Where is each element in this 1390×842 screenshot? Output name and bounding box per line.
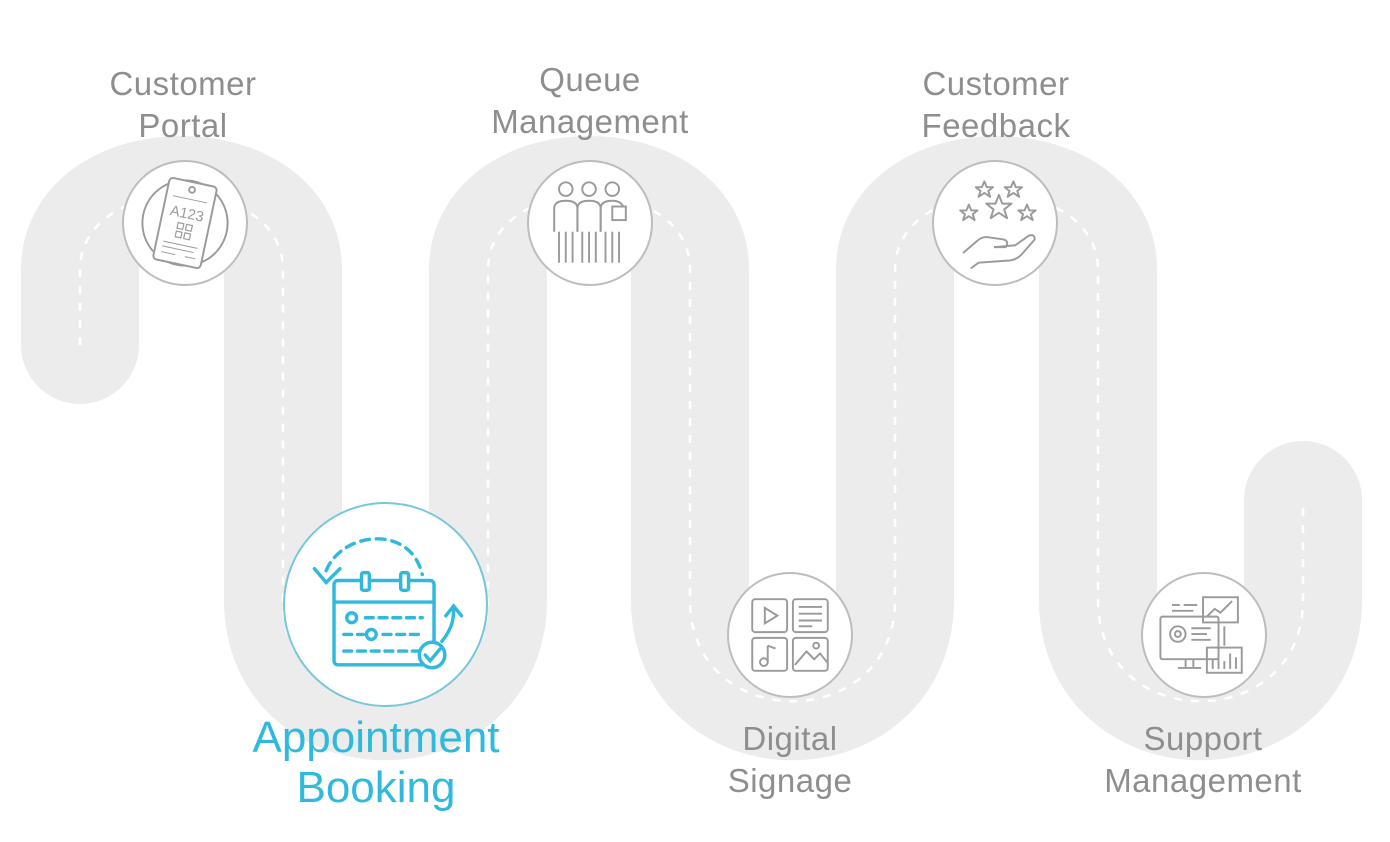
step-node-appointment-booking[interactable] (283, 502, 488, 707)
step-label-customer-feedback: Customer Feedback (921, 65, 1071, 144)
step-label-queue-management: Queue Management (491, 61, 689, 140)
dashboard-icon (1159, 596, 1243, 674)
step-label-support-management: Support Management (1104, 720, 1302, 799)
people-queue-icon (553, 181, 627, 263)
road-dashed-line (78, 193, 1305, 703)
step-label-customer-portal: Customer Portal (109, 65, 257, 144)
step-node-support-management[interactable] (1141, 572, 1267, 698)
step-node-digital-signage[interactable] (727, 572, 853, 698)
media-grid-icon (751, 598, 829, 672)
ticket-code: A123 (169, 203, 205, 226)
step-node-queue-management[interactable] (527, 160, 653, 286)
stars-hand-icon (959, 180, 1037, 270)
step-node-customer-feedback[interactable] (932, 160, 1058, 286)
step-node-customer-portal[interactable]: A123 (122, 160, 248, 286)
ticket-icon: A123 (141, 176, 229, 270)
step-label-appointment-booking: Appointment Booking (252, 713, 500, 812)
calendar-icon (312, 537, 464, 670)
step-label-digital-signage: Digital Signage (727, 720, 853, 799)
